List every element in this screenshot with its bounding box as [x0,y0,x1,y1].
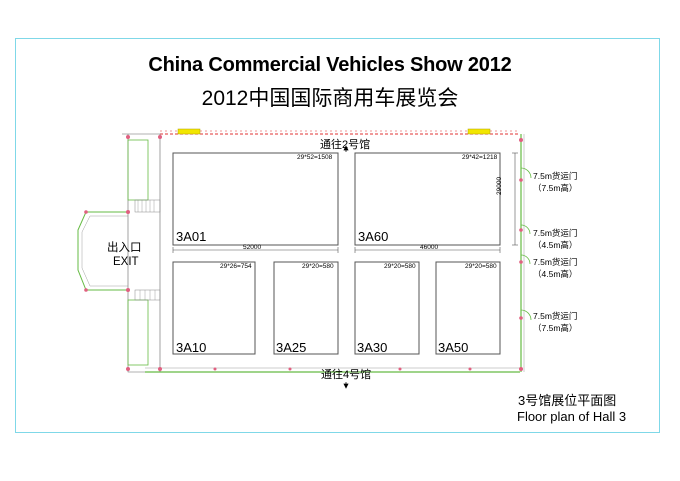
door-label: 7.5m货运门 （7.5m高） [533,170,577,194]
booth-dimensions: 29*20=580 [465,263,497,270]
booth-dimensions: 29*26=754 [220,263,252,270]
hall-walls [77,130,525,373]
exit-label-en: EXIT [113,256,139,268]
top-passage-label: 通往2号馆 [320,139,371,151]
booth-id: 3A30 [357,340,388,355]
booth-dimensions: 29*20=580 [302,263,334,270]
bottom-passage-label: 通往4号馆 [321,369,372,381]
door-label-line1: 7.5m货运门 [533,228,578,238]
booth-id: 3A25 [276,340,307,355]
booth-id: 3A60 [358,229,389,244]
door-label-line2: （4.5m高） [533,240,578,250]
door-label-line1: 7.5m货运门 [533,311,578,321]
booth-id: 3A01 [176,229,207,244]
caption-english: Floor plan of Hall 3 [517,409,627,424]
title-chinese: 2012中国国际商用车展览会 [201,87,459,110]
caption-chinese: 3号馆展位平面图 [518,393,617,408]
door-label: 7.5m货运门 （4.5m高） [533,227,577,251]
booth-outlines [172,152,501,355]
door-swings [520,167,532,321]
booth-width-label: 46000 [420,244,439,251]
passage-arrows [343,145,349,389]
booth-height-label: 29000 [496,176,503,195]
booth-id: 3A10 [176,340,207,355]
booth-dimensions: 29*52=1508 [297,154,333,161]
drawing-frame [15,38,660,433]
door-label-line2: （7.5m高） [533,323,578,333]
door-label: 7.5m货运门 （7.5m高） [533,310,577,334]
dimension-lines [172,152,518,253]
booth-dimensions: 29*20=580 [384,263,416,270]
booth-dimensions: 29*42=1218 [462,154,498,161]
exit-label-cn: 出入口 [107,242,142,254]
door-label-line2: （7.5m高） [533,183,578,193]
door-label-line1: 7.5m货运门 [533,171,578,181]
door-label-line2: （4.5m高） [533,269,578,279]
door-label-line1: 7.5m货运门 [533,257,578,267]
booth-width-label: 52000 [243,244,262,251]
door-label: 7.5m货运门 （4.5m高） [533,256,577,280]
title-english: China Commercial Vehicles Show 2012 [148,54,512,76]
booth-id: 3A50 [438,340,469,355]
markers [84,128,523,371]
